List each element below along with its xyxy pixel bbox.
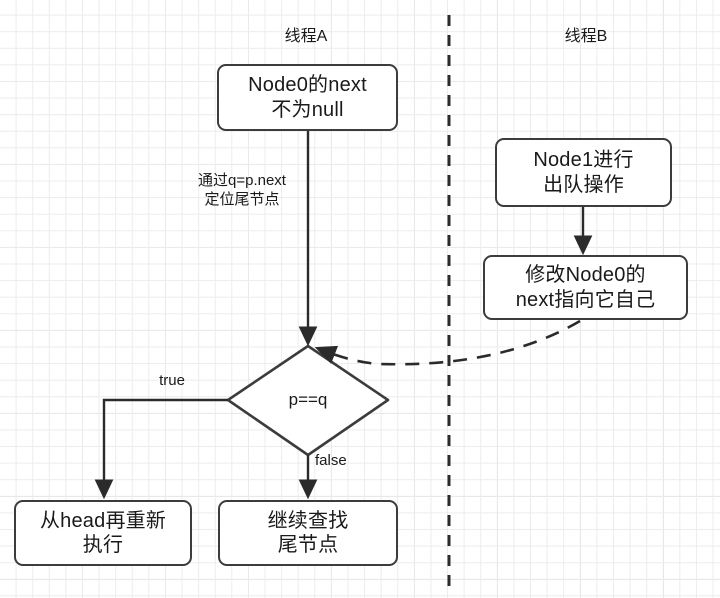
- lane-label-thread-b: 线程B: [564, 28, 608, 45]
- node-node0-next-not-null[interactable]: Node0的next 不为null: [217, 64, 398, 131]
- edge-modify-to-decision-dashed: [314, 319, 581, 366]
- edge-label-locate-tail: 通过q=p.next 定位尾节点: [198, 172, 286, 208]
- node-continue-find-tail[interactable]: 继续查找 尾节点: [218, 500, 398, 566]
- edge-label-true: true: [159, 372, 185, 389]
- node-modify-node0-next[interactable]: 修改Node0的 next指向它自己: [483, 255, 688, 320]
- decision-label-p-equals-q: p==q: [288, 390, 328, 409]
- node-node1-dequeue[interactable]: Node1进行 出队操作: [495, 138, 672, 207]
- edge-decision-true: [94, 398, 228, 500]
- lane-label-thread-a: 线程A: [284, 28, 328, 45]
- node-restart-from-head[interactable]: 从head再重新 执行: [14, 500, 192, 566]
- edge-label-false: false: [315, 452, 347, 469]
